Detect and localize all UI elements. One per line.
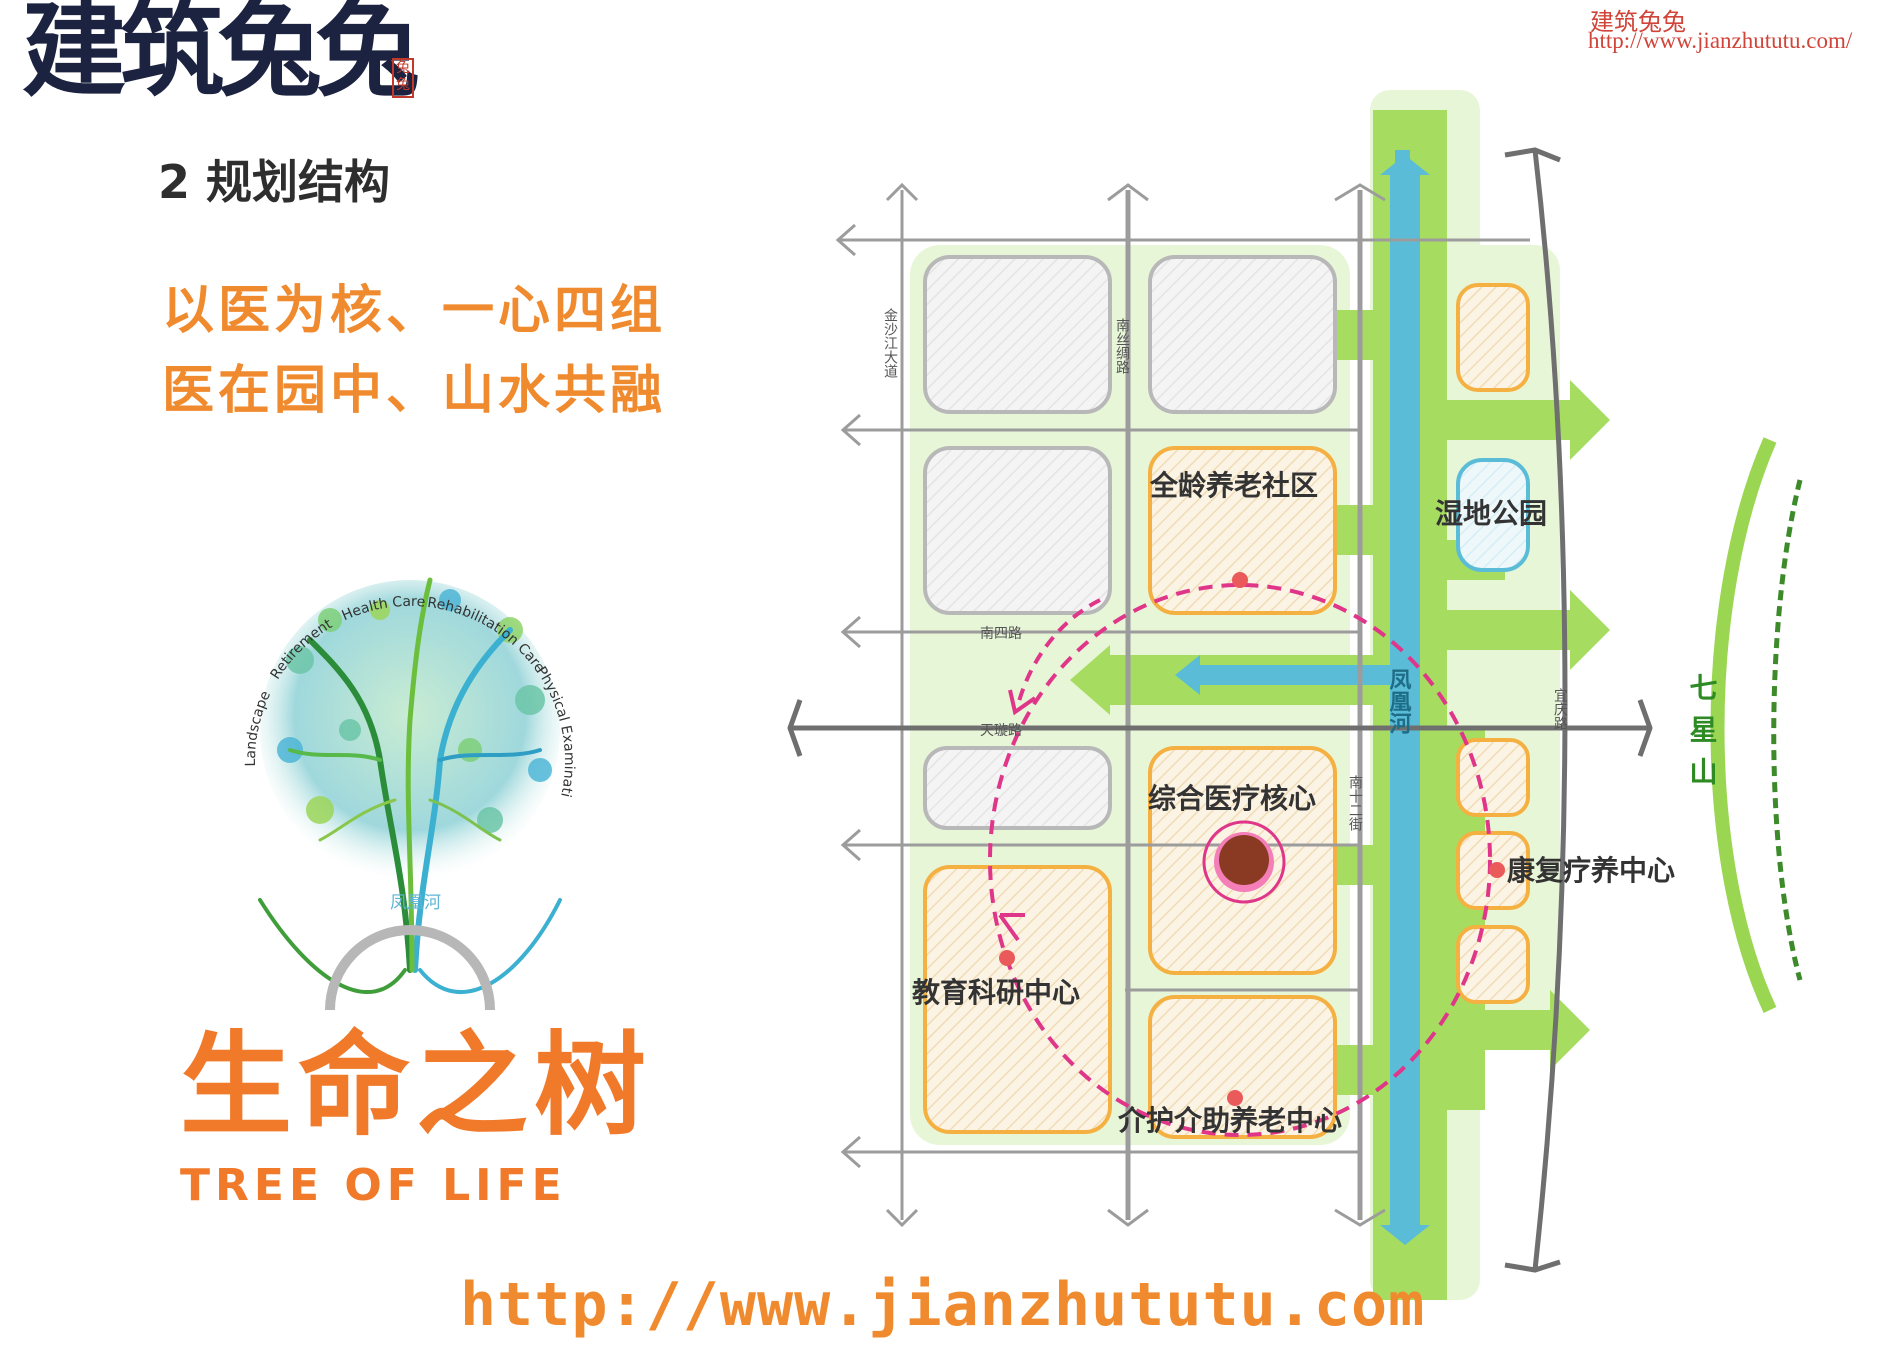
tree-title-en: TREE OF LIFE <box>180 1160 567 1211</box>
loop-nodes <box>999 572 1505 1106</box>
blocks-gray <box>923 255 1337 830</box>
logo-seal: 兔兔 <box>392 58 414 98</box>
site-logo: 建筑兔兔 <box>22 0 420 111</box>
slogan-line-2: 医在园中、山水共融 <box>162 361 667 421</box>
label-elderly-community: 全龄养老社区 <box>1149 469 1318 502</box>
road-network <box>835 182 1530 1228</box>
label-mountain: 七星山 <box>1686 673 1719 799</box>
label-road-nan12: 南十二街 <box>1347 775 1363 831</box>
label-medical-core: 综合医疗核心 <box>1148 782 1316 815</box>
label-road-tianxuan: 天璇路 <box>980 723 1022 739</box>
watermark-url[interactable]: http://www.jianzhututu.com/ <box>1588 28 1853 53</box>
watermark-name: 建筑兔兔 <box>1590 8 1686 36</box>
river-branch-west <box>1175 655 1390 695</box>
medical-core-marker <box>1202 820 1286 904</box>
label-nursing-center: 介护介助养老中心 <box>1117 1104 1342 1137</box>
label-wetland-park: 湿地公园 <box>1435 497 1547 530</box>
road-yiqing <box>1504 147 1568 1273</box>
section-title: 2 规划结构 <box>158 155 391 209</box>
label-rehab-center: 康复疗养中心 <box>1507 854 1675 887</box>
core-loop <box>988 583 1492 1137</box>
label-road-nansi: 南四路 <box>980 626 1022 642</box>
road-tianxuan <box>787 699 1653 757</box>
tree-river-label: 凤凰河 <box>390 893 441 913</box>
label-river: 凤凰河 <box>1386 668 1412 735</box>
label-road-nansi-silk: 南丝绸路 <box>1114 318 1130 374</box>
label-road-yiqing: 宜庆路 <box>1552 688 1568 730</box>
tree-root-arc <box>325 925 495 1011</box>
footer-url[interactable]: http://www.jianzhututu.com <box>460 1270 1426 1340</box>
mountain-ridge <box>1771 479 1803 981</box>
label-road-jinsha: 金沙江大道 <box>882 308 898 379</box>
mountain-arc <box>1710 437 1777 1013</box>
slogan-line-1: 以医为核、一心四组 <box>162 281 667 341</box>
tree-of-life-graphic: 凤凰河 Landscape Retirement Health Care Reh… <box>220 500 577 1011</box>
tree-title-cn: 生命之树 <box>180 1021 652 1151</box>
label-education-center: 教育科研中心 <box>912 976 1080 1009</box>
wetland-block <box>1456 458 1530 572</box>
tree-branches <box>258 577 562 995</box>
